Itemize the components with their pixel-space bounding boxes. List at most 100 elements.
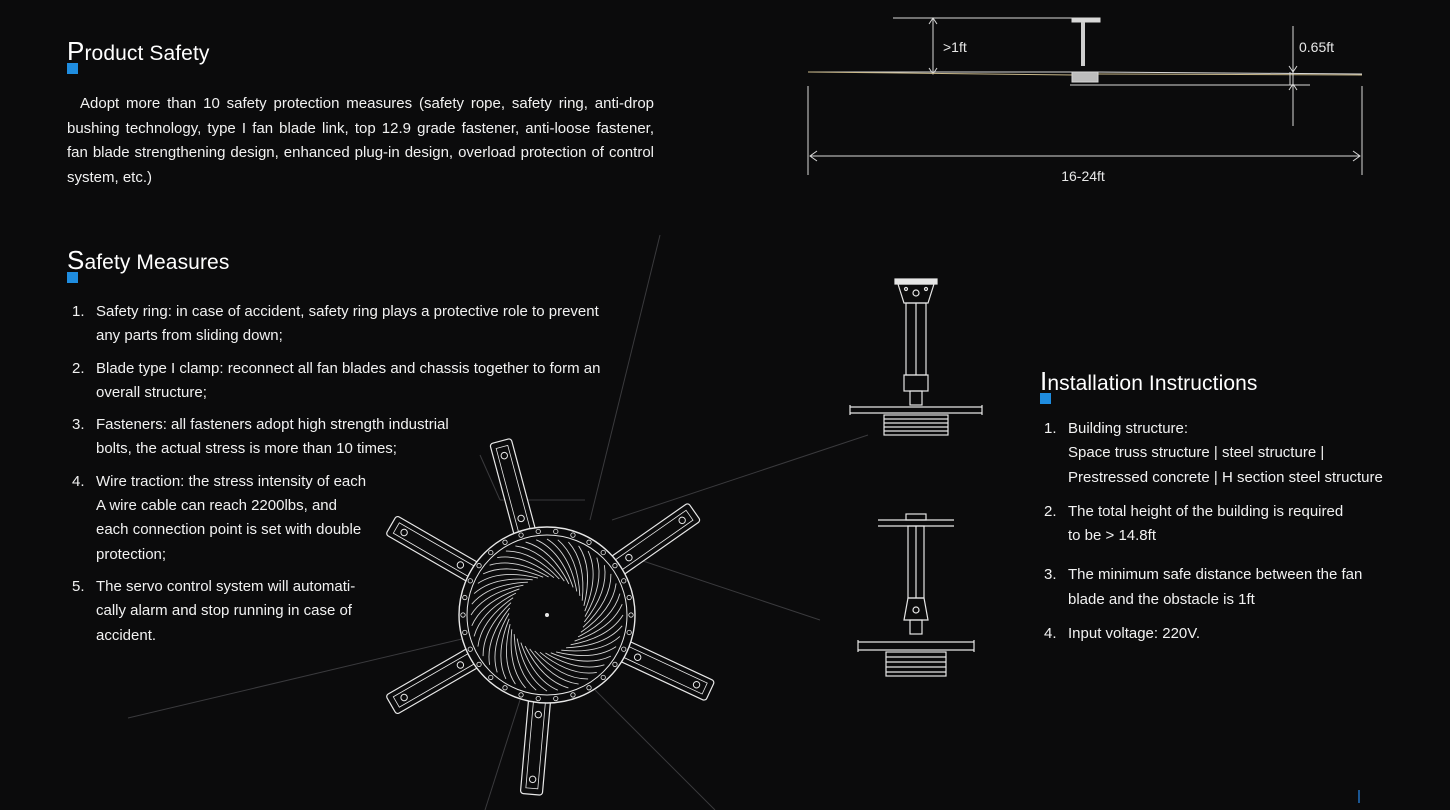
hub-bolt xyxy=(553,695,559,702)
fan-hub-top-view xyxy=(386,438,715,796)
hub-vane xyxy=(557,539,581,596)
hub-bolt xyxy=(467,578,473,584)
list-item-number: 4. xyxy=(1044,625,1057,643)
list-item: 4. Wire traction: the stress intensity of… xyxy=(67,470,667,567)
hub-vane xyxy=(539,651,597,674)
hub-vane xyxy=(583,565,606,623)
fan-blade-arm xyxy=(489,438,537,541)
list-item-number: 1. xyxy=(72,303,85,320)
list-item-line: each connection point is set with double xyxy=(96,521,362,539)
list-item-number: 3. xyxy=(72,416,85,434)
hub-bolt xyxy=(600,549,606,556)
list-item-number: 2. xyxy=(72,359,85,377)
list-item: 1.Building structure:Space truss structu… xyxy=(1039,417,1439,490)
list-item-line: The total height of the building is requ… xyxy=(1068,502,1344,520)
hub-bolt xyxy=(518,692,524,698)
list-item: 3. Fasteners: all fasteners adopt high st… xyxy=(67,413,667,462)
hub-vane xyxy=(500,618,510,680)
hub-vane xyxy=(489,562,549,578)
hub-vane xyxy=(546,538,578,592)
title-initial: I xyxy=(1040,366,1052,404)
hub-bolt xyxy=(621,646,627,652)
hub-vane xyxy=(580,583,617,633)
fan-blade-arm xyxy=(520,693,552,796)
hub-bolt xyxy=(553,528,559,535)
list-item-line: cally alarm and stop running in case of xyxy=(96,602,352,620)
hub-bolt xyxy=(476,661,482,667)
hub-bolt xyxy=(460,612,466,618)
hub-bolt xyxy=(626,629,632,636)
hub-vane xyxy=(525,541,570,585)
hub-bolt xyxy=(518,532,524,538)
list-item-line: The servo control system will automati- xyxy=(96,577,356,595)
list-item-line: Blade type I clamp: reconnect all fan bl… xyxy=(96,359,601,377)
hub-vane xyxy=(477,573,539,584)
hub-bolt xyxy=(586,685,592,691)
safety-measures-title: Safety Measures xyxy=(67,245,230,283)
hub-vane xyxy=(505,623,516,685)
hub-bolt xyxy=(476,563,482,569)
list-item-line: A wire cable can reach 2200lbs, and xyxy=(96,497,337,515)
list-item-line: to be > 14.8ft xyxy=(1068,527,1156,545)
hub-vane xyxy=(470,584,524,616)
hub-vane xyxy=(574,604,623,642)
hub-vane xyxy=(578,545,589,607)
hub-vane xyxy=(505,550,560,580)
top-clearance-label: >1ft xyxy=(943,39,967,55)
list-item: 2. The total height of the building is re… xyxy=(1039,500,1439,549)
list-item-line: Safety ring: in case of accident, safety… xyxy=(96,303,599,320)
hub-center xyxy=(545,613,549,617)
hub-bolt xyxy=(535,695,541,702)
hub-vane xyxy=(471,588,520,626)
title-initial: P xyxy=(67,36,85,74)
hub-bolt xyxy=(488,549,494,556)
hub-vane xyxy=(471,581,528,605)
hub-bolt xyxy=(626,594,632,601)
hub-bolt xyxy=(462,594,468,601)
list-item-number: 1. xyxy=(1044,420,1057,437)
hub-bolt xyxy=(570,532,576,538)
hub-vane xyxy=(515,545,565,582)
installation-list: 1.Building structure:Space truss structu… xyxy=(1039,417,1439,646)
hub-bolt xyxy=(586,539,592,545)
list-item: 3.The minimum safe distance between the … xyxy=(1039,563,1439,612)
list-item-number: 4. xyxy=(72,472,85,490)
list-item-line: Fasteners: all fasteners adopt high stre… xyxy=(96,416,449,434)
list-item-line: Wire traction: the stress intensity of e… xyxy=(96,472,367,490)
hub-vane xyxy=(473,592,517,637)
hub-vane xyxy=(524,645,569,689)
list-item-number: 3. xyxy=(1044,566,1057,584)
hub-vane xyxy=(582,573,612,628)
list-item-line: Space truss structure | steel structure … xyxy=(1068,444,1325,462)
hub-vane xyxy=(536,539,574,588)
list-item-line: bolts, the actual stress is more than 10… xyxy=(96,440,397,458)
hub-bolt xyxy=(488,674,494,681)
hub-bolt xyxy=(502,539,508,545)
hub-vane xyxy=(570,614,624,646)
hub-vane xyxy=(568,541,584,601)
title-initial: S xyxy=(67,245,85,283)
hub-bolt xyxy=(612,661,618,667)
hub-vane xyxy=(494,613,510,673)
safety-measures-list: 1. Safety ring: in case of accident, safe… xyxy=(67,300,667,648)
hub-vane xyxy=(550,652,612,662)
hub-vane xyxy=(529,648,579,685)
hub-vane xyxy=(577,593,621,638)
hub-bolt xyxy=(462,629,468,636)
title-rest: roduct Safety xyxy=(84,42,210,65)
hub-vane xyxy=(482,568,544,578)
list-item: 4.Input voltage: 220V. xyxy=(1039,622,1439,646)
list-item-number: 2. xyxy=(1044,502,1057,520)
product-safety-title: Product Safety xyxy=(67,36,210,74)
hub-vane xyxy=(561,636,621,652)
hub-vane xyxy=(555,646,617,657)
hub-bolt xyxy=(535,528,541,535)
hub-vane xyxy=(513,634,537,691)
hub-bolt xyxy=(621,578,627,584)
hub-inner-ring xyxy=(466,534,628,696)
list-item-line: blade and the obstacle is 1ft xyxy=(1068,590,1255,608)
fan-blade-arm xyxy=(615,639,715,701)
hub-vane xyxy=(584,550,594,612)
hub-vane xyxy=(477,597,514,647)
title-rest: afety Measures xyxy=(84,251,230,274)
